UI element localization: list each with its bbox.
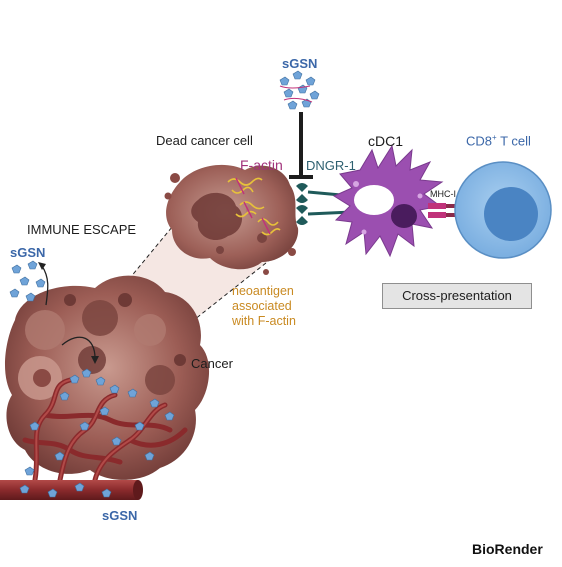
mhc1-label: MHC-I (430, 189, 456, 199)
cancer-label: Cancer (191, 356, 233, 371)
cancer-arrowhead (91, 356, 99, 364)
neoantigen-line-1: neoantigen (232, 284, 294, 298)
tumor-mass (4, 275, 210, 480)
zoom-line-upper (119, 174, 216, 291)
escape-arrowhead (38, 262, 46, 270)
neoantigen-label: neoantigen associated with F-actin (232, 284, 296, 329)
f-actin-markers (235, 177, 271, 235)
cd8-t-cell-label: CD8+ T cell (466, 133, 531, 148)
mhc1-complex (428, 203, 456, 218)
cd8-text: CD8 (466, 133, 493, 149)
cd8-superscript: + (492, 133, 497, 142)
f-actin-label: F-actin (240, 157, 283, 173)
neoantigen-line-2: associated (232, 299, 292, 313)
cd8-t-cell-text: T cell (496, 133, 531, 149)
neoantigen-line-3: with F-actin (232, 314, 296, 328)
cancer-arrow (61, 336, 96, 359)
sgsn-top-label: sGSN (282, 56, 318, 71)
dngr1-label: DNGR-1 (306, 158, 356, 173)
cdc1-cell (332, 144, 444, 258)
immune-escape-label: IMMUNE ESCAPE (27, 222, 137, 237)
sgsn-left-label: sGSN (10, 245, 46, 260)
biorender-watermark: BioRender (472, 541, 543, 557)
escape-arrow (41, 265, 49, 306)
sgsn-cluster-actin (279, 85, 313, 103)
sgsn-bottom-label: sGSN (102, 508, 138, 523)
cdc1-label: cDC1 (368, 133, 404, 149)
cross-presentation-box: Cross-presentation (382, 283, 532, 309)
dead-cancer-cell-label: Dead cancer cell (156, 133, 253, 148)
cd8-t-cell (454, 161, 552, 259)
sgsn-cluster-top (279, 70, 320, 110)
